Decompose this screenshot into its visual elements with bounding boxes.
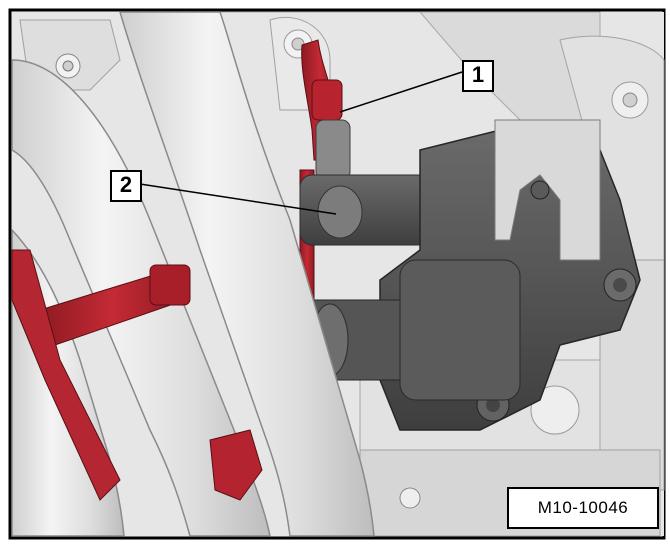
valve-assembly bbox=[299, 119, 641, 431]
leader-line-1 bbox=[339, 71, 463, 113]
callout-2-label: 2 bbox=[110, 170, 142, 202]
leader-line-2 bbox=[139, 183, 337, 215]
gray-pipe-fitting bbox=[299, 119, 431, 246]
figure-reference-id: M10-10046 bbox=[507, 487, 659, 529]
callout-1-label: 1 bbox=[462, 60, 494, 92]
red-strap bbox=[11, 249, 263, 501]
